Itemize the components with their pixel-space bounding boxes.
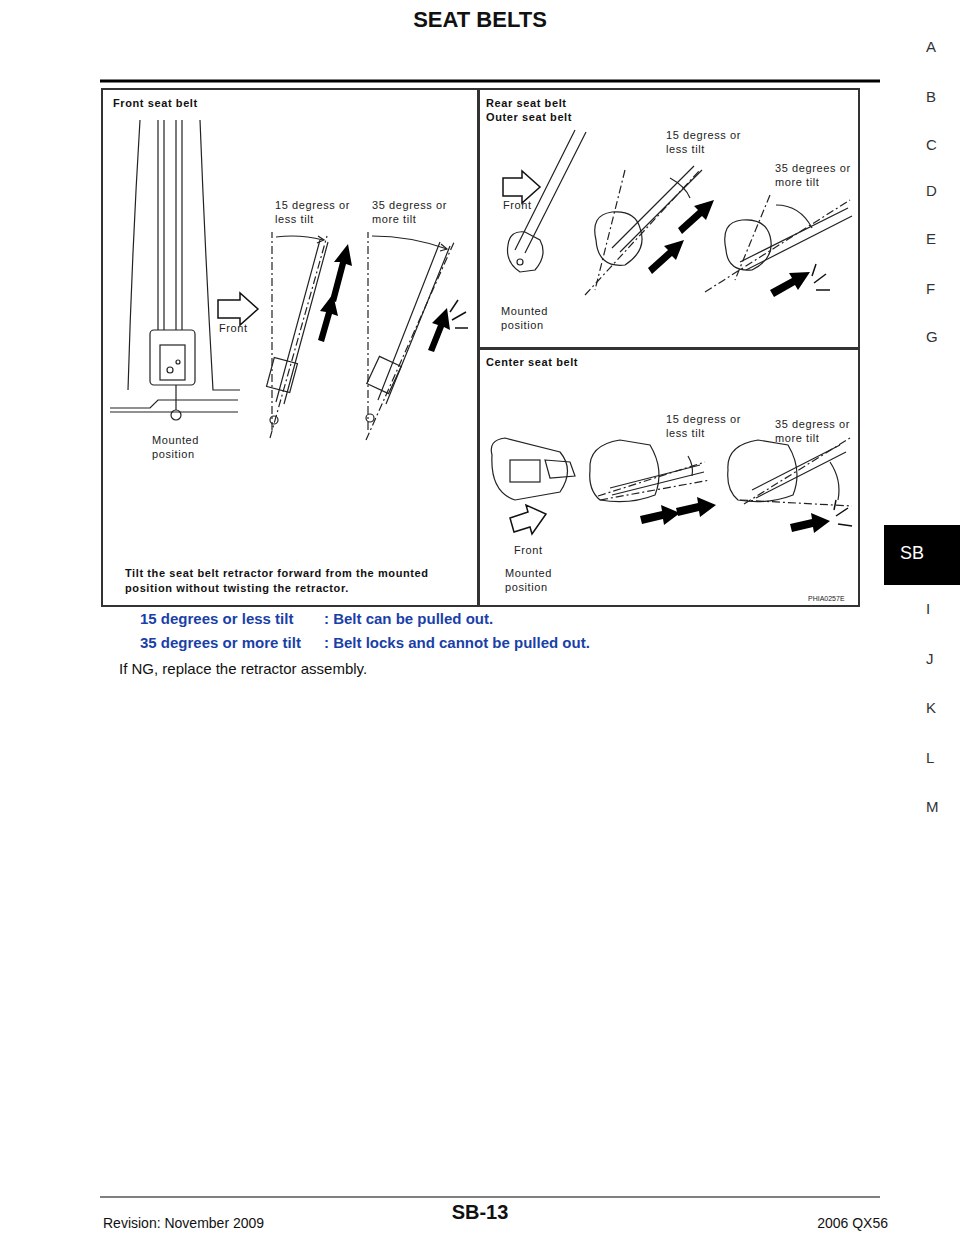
direction-label: Front (514, 544, 543, 558)
instruction-text: If NG, replace the retractor assembly. (119, 660, 367, 679)
panel-note: Tilt the seat belt retractor forward fro… (125, 566, 465, 597)
direction-label: Front (219, 322, 248, 336)
panel-note: Outer seat belt (486, 111, 572, 123)
section-letter: L (926, 749, 934, 768)
direction-label: Front (503, 199, 532, 213)
angle-label: 35 degress or more tilt (372, 199, 462, 227)
revision-note: Revision: November 2009 (103, 1215, 264, 1233)
section-letter: G (926, 328, 938, 347)
panel-frame: Front seat beltTilt the seat belt retrac… (101, 88, 479, 607)
panel-heading: Center seat belt (486, 356, 578, 368)
spec-term: 15 degrees or less tilt (140, 610, 293, 629)
section-letter: M (926, 798, 939, 817)
section-letter: K (926, 699, 936, 718)
section-letter: B (926, 88, 936, 107)
angle-label: 35 degress or more tilt (775, 418, 859, 446)
page-title: SEAT BELTS (380, 6, 580, 34)
section-letter: C (926, 136, 937, 155)
panel-heading: Rear seat belt (486, 97, 567, 109)
angle-label: 15 degress or less tilt (666, 413, 756, 441)
panel-heading: SB (900, 543, 924, 564)
section-tab: SB (884, 525, 960, 585)
model-label: 2006 QX56 (740, 1215, 888, 1233)
part-label: Mounted position (501, 305, 563, 333)
section-letter: J (926, 650, 934, 669)
part-label: Mounted position (505, 567, 567, 595)
spec-value: : Belt can be pulled out. (324, 610, 493, 629)
section-letter: A (926, 38, 936, 57)
part-label: Mounted position (152, 434, 214, 462)
section-letter: F (926, 280, 935, 299)
spec-value: : Belt locks and cannot be pulled out. (324, 634, 590, 653)
section-letter: I (926, 600, 930, 619)
panel-heading: Front seat belt (113, 97, 198, 109)
angle-label: 15 degress or less tilt (666, 129, 756, 157)
figure-code: PHIA0257E (808, 595, 845, 604)
spec-term: 35 degrees or more tilt (140, 634, 301, 653)
page-number: SB-13 (420, 1200, 540, 1225)
section-letter: E (926, 230, 936, 249)
section-letter: D (926, 182, 937, 201)
angle-label: 15 degress or less tilt (275, 199, 365, 227)
angle-label: 35 degrees or more tilt (775, 162, 859, 190)
